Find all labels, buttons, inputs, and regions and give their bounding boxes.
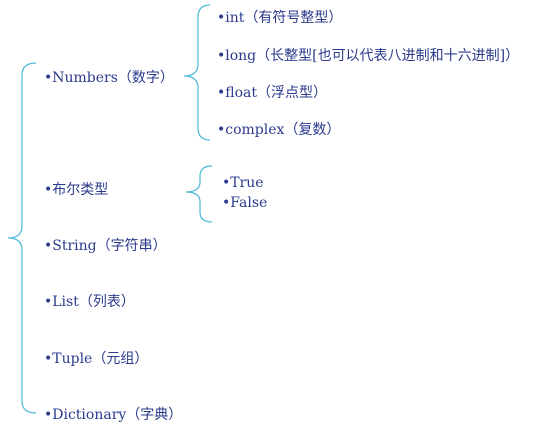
tree-item-numbers: •Numbers（数字）: [44, 70, 174, 86]
tree-item-string: •String（字符串）: [44, 238, 167, 254]
bool-bracket: [185, 165, 213, 223]
tree-item-tuple: •Tuple（元组）: [44, 351, 149, 367]
tree-item-bool: •布尔类型: [44, 182, 109, 198]
numbers-bracket: [183, 4, 211, 141]
tree-item-list: •List（列表）: [44, 294, 135, 310]
tree-item-dictionary: •Dictionary（字典）: [44, 407, 183, 423]
tree-item-complex: •complex（复数）: [217, 122, 341, 138]
tree-item-int: •int（有符号整型）: [217, 10, 343, 26]
tree-item-long: •long（长整型[也可以代表八进制和十六进制]）: [217, 48, 520, 64]
root-bracket: [7, 62, 37, 414]
tree-item-float: •float（浮点型）: [217, 85, 327, 101]
tree-item-true: •True: [222, 175, 264, 191]
tree-item-false: •False: [222, 195, 268, 211]
